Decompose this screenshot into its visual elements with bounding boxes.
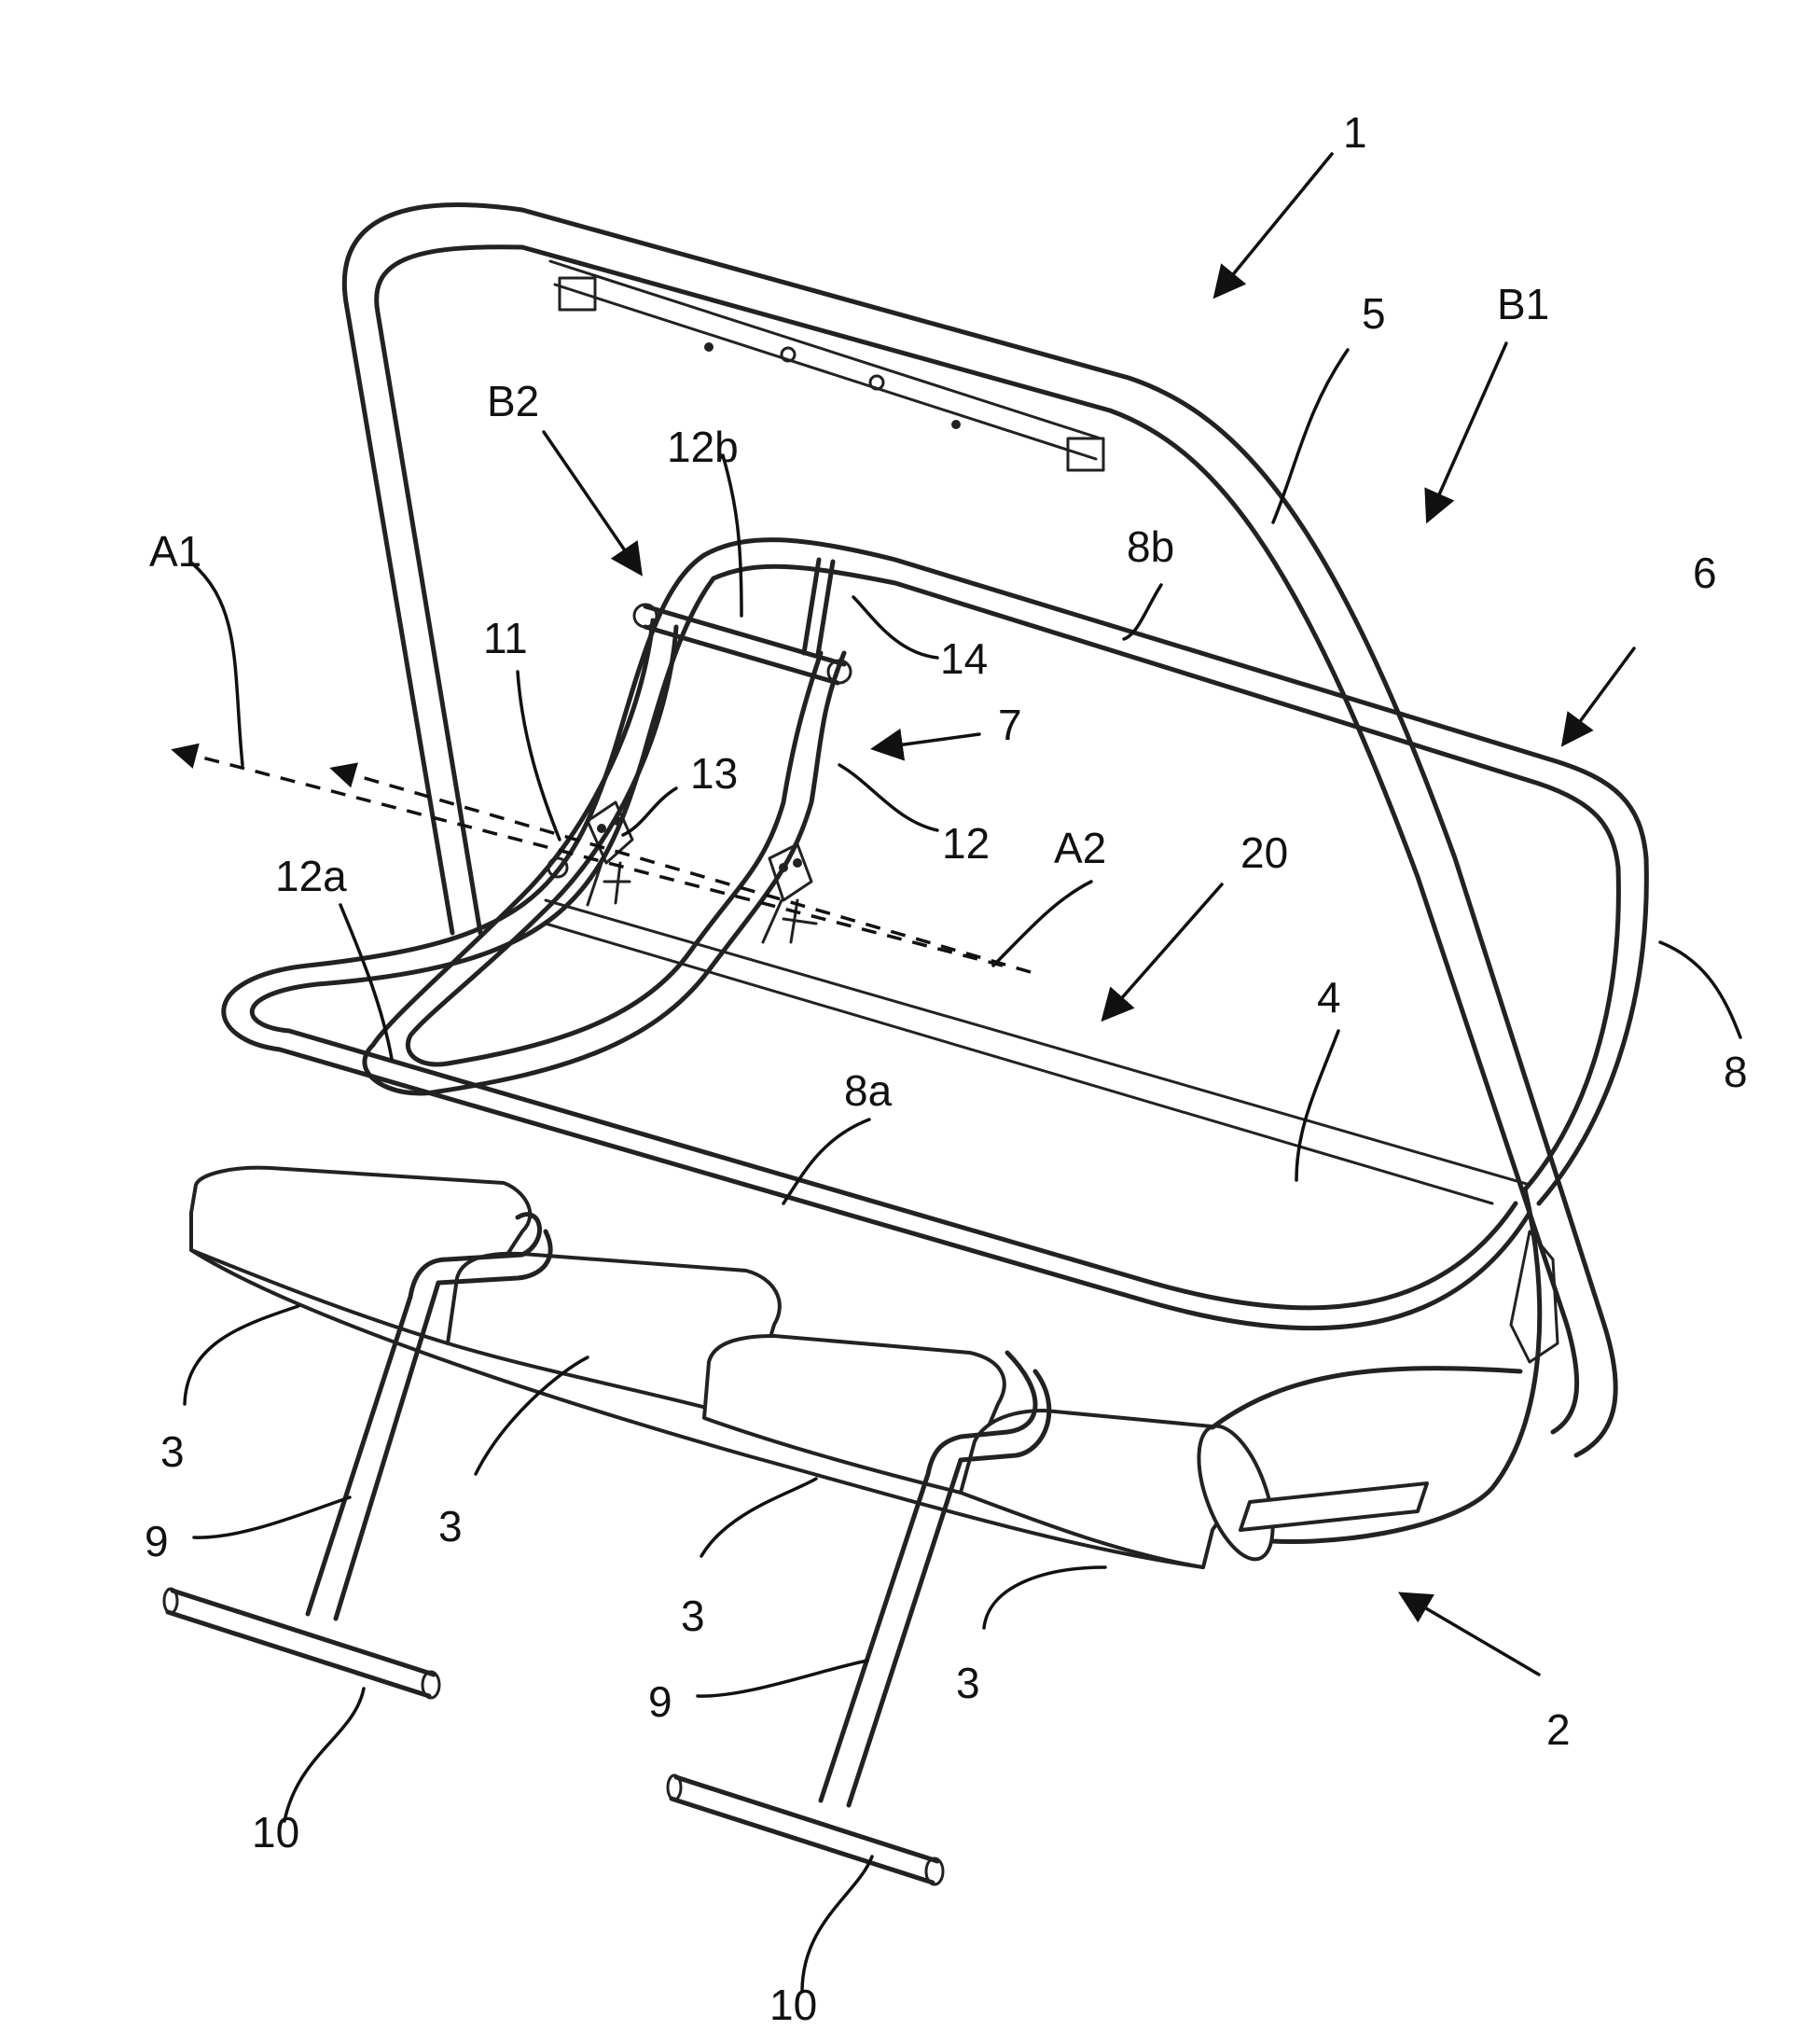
reference-labels: 1 5 B1 6 B2 12b 8b A1 11 14 7 13 12 A2 2…	[145, 108, 1748, 2029]
label-A2: A2	[1054, 824, 1106, 872]
leader-5	[1273, 350, 1348, 522]
leader-11	[518, 672, 560, 840]
label-12: 12	[942, 819, 990, 868]
leader-A2	[993, 882, 1091, 966]
safety-bar-12-inner	[408, 627, 821, 1064]
leader-3d	[984, 1567, 1105, 1628]
leader-3c	[701, 1479, 816, 1556]
label-20: 20	[1240, 828, 1288, 877]
leader-8a	[783, 1119, 869, 1203]
leader-lines	[185, 350, 1740, 1992]
right-link-tube	[1212, 1369, 1520, 1427]
label-14: 14	[940, 634, 988, 683]
rod-14	[804, 560, 833, 655]
mount-hole	[704, 342, 713, 352]
label-8b: 8b	[1127, 522, 1174, 571]
leader-9b	[698, 1661, 867, 1696]
label-12a: 12a	[275, 852, 347, 900]
leader-14	[853, 597, 937, 658]
label-6: 6	[1693, 549, 1717, 597]
label-B2: B2	[487, 377, 539, 425]
label-3-fourth: 3	[956, 1659, 980, 1707]
label-3-first: 3	[160, 1427, 185, 1476]
label-8a: 8a	[844, 1066, 893, 1115]
leader-4	[1296, 1031, 1338, 1180]
leader-3a	[185, 1306, 298, 1404]
label-12b: 12b	[667, 423, 739, 471]
footrest-bar-right	[672, 1777, 937, 1883]
leader-10b	[802, 1856, 872, 1992]
label-10-right: 10	[769, 1981, 817, 2029]
label-11: 11	[483, 614, 528, 662]
label-2: 2	[1546, 1705, 1571, 1754]
footrest-bar-left	[168, 1591, 434, 1696]
backrest-bracket-left	[560, 278, 595, 310]
seat-structure	[164, 205, 1646, 1884]
arrow-6	[1565, 648, 1634, 742]
arrow-20	[1105, 884, 1222, 1017]
label-10-left: 10	[252, 1808, 299, 1856]
label-8: 8	[1724, 1048, 1748, 1096]
leader-8	[1660, 942, 1740, 1037]
label-9-right: 9	[648, 1677, 672, 1726]
label-5: 5	[1362, 289, 1386, 338]
arrow-2	[1404, 1595, 1539, 1675]
label-4: 4	[1317, 973, 1341, 1022]
label-3-second: 3	[438, 1502, 463, 1550]
leader-10a	[284, 1689, 364, 1821]
arrow-B1	[1429, 343, 1506, 518]
backrest-mount-bar	[550, 261, 1101, 459]
footrest-bar-end	[164, 1589, 177, 1613]
label-13: 13	[690, 749, 738, 798]
leader-9a	[194, 1497, 350, 1537]
leader-12	[839, 765, 937, 830]
label-7: 7	[998, 701, 1022, 749]
mount-hole	[951, 420, 961, 429]
arrow-1	[1217, 154, 1332, 294]
label-9-left: 9	[145, 1517, 169, 1565]
arrow-7	[877, 734, 979, 748]
label-A1: A1	[149, 527, 201, 576]
leader-12b	[723, 455, 741, 616]
label-3-third: 3	[681, 1592, 705, 1640]
label-B1: B1	[1497, 280, 1549, 328]
leader-A1	[191, 563, 242, 765]
arrow-B2	[544, 432, 639, 571]
label-1: 1	[1343, 108, 1367, 157]
footrest-bar-end	[668, 1775, 681, 1800]
